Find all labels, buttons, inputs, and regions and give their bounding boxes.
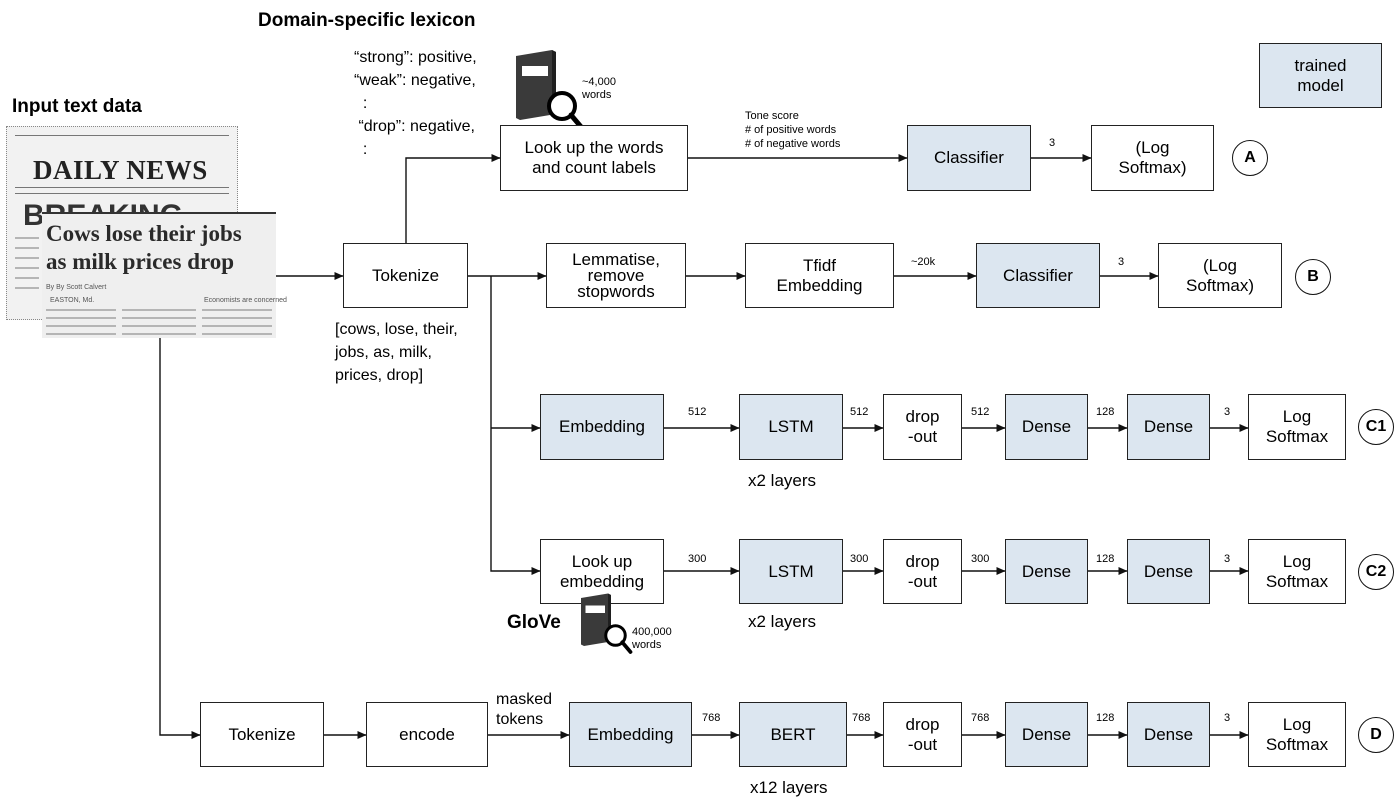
newspaper-side-caption: Economists are concerned [204,297,287,304]
row-c2-lstm: LSTM [739,539,843,604]
row-d-embedding: Embedding [569,702,692,767]
row-c2-dim-2: 300 [850,553,869,565]
edge-input-row-d [159,338,201,739]
row-d-dropout: drop -out [883,702,962,767]
glove-size: 400,000 words [632,626,672,651]
row-d-dense-2: Dense [1127,702,1210,767]
row-c1-dropout: drop -out [883,394,962,460]
row-d-dim-1: 768 [702,712,721,724]
edge-branch-c [490,276,541,575]
row-c2-layers: x2 layers [748,612,817,631]
row-b-dim-tfidf: ~20k [911,256,936,268]
row-c1-dim-3: 512 [971,406,990,418]
row-a-output: (Log Softmax) [1091,125,1214,191]
lexicon-entries: “strong”: positive, “weak”: negative, : … [354,49,477,158]
newspaper-front: Cows lose their jobs as milk prices drop… [42,212,287,338]
row-c1-dim-4: 128 [1096,406,1115,418]
tokenize-box: Tokenize [343,243,468,308]
row-c1-output: Log Softmax [1248,394,1346,460]
book-search-icon [516,50,585,131]
row-c2-dense-2: Dense [1127,539,1210,604]
row-c2-dim-4: 128 [1096,553,1115,565]
row-d-layers: x12 layers [750,778,828,797]
row-d-encode: encode [366,702,488,767]
row-a-lookup: Look up the words and count labels [500,125,688,191]
row-b-output: (Log Softmax) [1158,243,1282,308]
row-c2-label: C2 [1358,554,1394,590]
row-c1-dense-2: Dense [1127,394,1210,460]
lexicon-title: Domain-specific lexicon [258,10,476,31]
row-c2-dim-3: 300 [971,553,990,565]
row-d-label: D [1358,717,1394,753]
row-c1-embedding: Embedding [540,394,664,460]
row-a-classifier: Classifier [907,125,1031,191]
row-d-dim-4: 128 [1096,712,1115,724]
row-c2-lookup: Look up embedding [540,539,664,604]
tokens-example: [cows, lose, their, jobs, as, milk, pric… [335,321,458,384]
row-d-dim-2: 768 [852,712,871,724]
row-b-tfidf: Tfidf Embedding [745,243,894,308]
row-d-bert: BERT [739,702,847,767]
row-d-masked-tokens: masked tokens [496,691,553,728]
row-c2-output: Log Softmax [1248,539,1346,604]
newspaper-headline: Cows lose their jobs as milk prices drop [46,221,242,274]
row-c2-dim-1: 300 [688,553,707,565]
newspaper-masthead: DAILY NEWS [33,155,208,185]
row-c1-dense-1: Dense [1005,394,1088,460]
row-b-label: B [1295,259,1331,295]
row-b-lemmatise: Lemmatise, remove stopwords [546,243,686,308]
legend-trained-model: trained model [1259,43,1382,108]
book-search-icon [581,593,633,654]
row-d-tokenize: Tokenize [200,702,324,767]
row-c1-dim-5: 3 [1224,406,1231,418]
row-c1-layers: x2 layers [748,471,817,490]
row-d-dense-1: Dense [1005,702,1088,767]
row-b-dim: 3 [1118,256,1125,268]
row-c1-label: C1 [1358,409,1394,445]
row-c1-dim-2: 512 [850,406,869,418]
lexicon-size: ~4,000 words [582,76,616,101]
row-c1-dim-1: 512 [688,406,707,418]
glove-label: GloVe [507,612,561,633]
input-title: Input text data [12,96,142,117]
row-b-classifier: Classifier [976,243,1100,308]
row-a-dim: 3 [1049,137,1056,149]
row-d-dim-5: 3 [1224,712,1231,724]
row-a-label: A [1232,140,1268,176]
row-c2-dense-1: Dense [1005,539,1088,604]
row-c2-dim-5: 3 [1224,553,1231,565]
newspaper-dateline: EASTON, Md. [50,297,95,304]
row-d-dim-3: 768 [971,712,990,724]
row-d-output: Log Softmax [1248,702,1346,767]
row-a-features: Tone score # of positive words # of nega… [745,110,841,150]
newspaper-byline: By By Scott Calvert [46,284,107,291]
edge-tokenize-row-a [405,154,501,243]
row-c1-lstm: LSTM [739,394,843,460]
row-c2-dropout: drop -out [883,539,962,604]
